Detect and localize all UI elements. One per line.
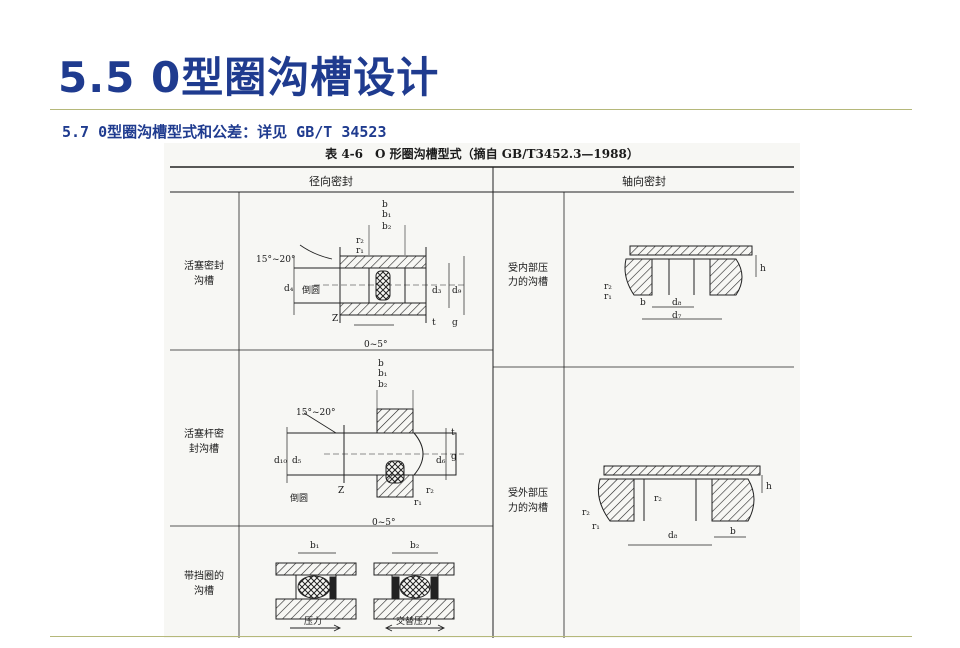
svg-text:力的沟槽: 力的沟槽 [508, 275, 548, 288]
svg-text:b: b [382, 200, 388, 210]
svg-text:活塞密封: 活塞密封 [184, 259, 224, 272]
svg-text:r₂: r₂ [356, 236, 364, 246]
svg-text:交替压力: 交替压力 [396, 615, 432, 627]
row-label-rod: 活塞杆密 封沟槽 [184, 427, 224, 455]
svg-text:g: g [452, 318, 458, 328]
svg-text:d₆: d₆ [436, 456, 446, 466]
svg-text:g: g [451, 452, 457, 462]
title-divider [50, 109, 912, 110]
table-grid [170, 166, 794, 638]
svg-text:d₄: d₄ [284, 284, 294, 294]
svg-text:b₂: b₂ [378, 380, 388, 390]
row-label-external-pressure: 受外部压 力的沟槽 [508, 486, 548, 514]
svg-text:d₁₀: d₁₀ [274, 456, 287, 466]
svg-text:活塞杆密: 活塞杆密 [184, 427, 224, 440]
svg-text:b: b [730, 527, 736, 537]
rod-dimension-labels: b b₁ b₂ 15°~20° d₁₀ d₅ d₆ t g Z 倒圆 r₁ r₂… [274, 359, 457, 528]
svg-text:d₇: d₇ [672, 311, 682, 321]
svg-text:15°~20°: 15°~20° [256, 255, 295, 265]
svg-text:r₁: r₁ [604, 292, 612, 302]
svg-text:r₁: r₁ [356, 246, 364, 256]
svg-text:h: h [760, 264, 766, 274]
svg-text:b₁: b₁ [378, 369, 387, 379]
svg-text:d₈: d₈ [668, 531, 678, 541]
backup-ring-drawing [275, 552, 455, 632]
svg-text:b: b [378, 359, 384, 369]
header-radial-seal: 径向密封 [309, 174, 353, 188]
svg-text:b: b [640, 298, 646, 308]
piston-dimension-labels: b b₁ b₂ r₂ r₁ 15°~20° 倒圆 d₄ d₃ d₉ t g Z … [256, 200, 462, 350]
row-label-backup-ring: 带挡圈的 沟槽 [184, 569, 224, 597]
svg-text:r₁: r₁ [414, 498, 422, 508]
axial-internal-labels: r₂ r₁ b h d₈ d₇ [604, 264, 766, 321]
svg-text:带挡圈的: 带挡圈的 [184, 569, 224, 582]
svg-text:t: t [451, 428, 455, 438]
svg-text:d₈: d₈ [672, 298, 682, 308]
backup-ring-labels: b₁ b₂ 压力 交替压力 [304, 541, 432, 627]
svg-text:压力: 压力 [304, 615, 322, 627]
svg-text:沟槽: 沟槽 [194, 584, 214, 597]
svg-text:倒圆: 倒圆 [290, 492, 308, 504]
groove-table-drawing: 表 4-6 O 形圈沟槽型式（摘自 GB/T3452.3—1988） 径向密封 … [170, 146, 794, 638]
piston-groove-drawing [293, 225, 465, 326]
svg-text:Z: Z [332, 314, 338, 324]
svg-text:r₁: r₁ [592, 522, 600, 532]
table-caption: 表 4-6 O 形圈沟槽型式（摘自 GB/T3452.3—1988） [324, 146, 639, 161]
axial-external-labels: r₂ r₁ r₂ d₈ b h [582, 482, 772, 541]
svg-text:0~5°: 0~5° [372, 518, 396, 528]
svg-text:h: h [766, 482, 772, 492]
groove-table-scan: 表 4-6 O 形圈沟槽型式（摘自 GB/T3452.3—1988） 径向密封 … [164, 143, 800, 638]
svg-text:b₂: b₂ [410, 541, 420, 551]
svg-text:t: t [432, 318, 436, 328]
svg-text:封沟槽: 封沟槽 [189, 442, 219, 455]
svg-text:d₅: d₅ [292, 456, 302, 466]
axial-external-groove-drawing [597, 465, 763, 546]
svg-text:d₉: d₉ [452, 286, 462, 296]
svg-text:r₂: r₂ [604, 282, 612, 292]
svg-text:倒圆: 倒圆 [302, 284, 320, 296]
svg-text:b₁: b₁ [382, 210, 391, 220]
svg-text:r₂: r₂ [582, 508, 590, 518]
rod-groove-drawing [286, 390, 464, 498]
svg-text:b₂: b₂ [382, 222, 392, 232]
svg-text:r₂: r₂ [426, 486, 434, 496]
svg-text:r₂: r₂ [654, 494, 662, 504]
slide-title: 5.5 0型圈沟槽设计 [58, 53, 440, 102]
row-label-piston: 活塞密封 沟槽 [184, 259, 224, 287]
footer-divider [50, 636, 912, 637]
svg-text:沟槽: 沟槽 [194, 274, 214, 287]
axial-internal-groove-drawing [624, 245, 757, 320]
svg-text:力的沟槽: 力的沟槽 [508, 501, 548, 514]
svg-text:b₁: b₁ [310, 541, 319, 551]
svg-text:Z: Z [338, 486, 344, 496]
header-axial-seal: 轴向密封 [622, 174, 666, 188]
svg-text:0~5°: 0~5° [364, 340, 388, 350]
svg-text:d₃: d₃ [432, 286, 442, 296]
row-label-internal-pressure: 受内部压 力的沟槽 [508, 261, 548, 288]
slide-subtitle: 5.7 0型圈沟槽型式和公差：详见 GB/T 34523 [62, 123, 387, 141]
svg-text:受内部压: 受内部压 [508, 261, 548, 274]
svg-text:受外部压: 受外部压 [508, 486, 548, 499]
svg-text:15°~20°: 15°~20° [296, 408, 335, 418]
